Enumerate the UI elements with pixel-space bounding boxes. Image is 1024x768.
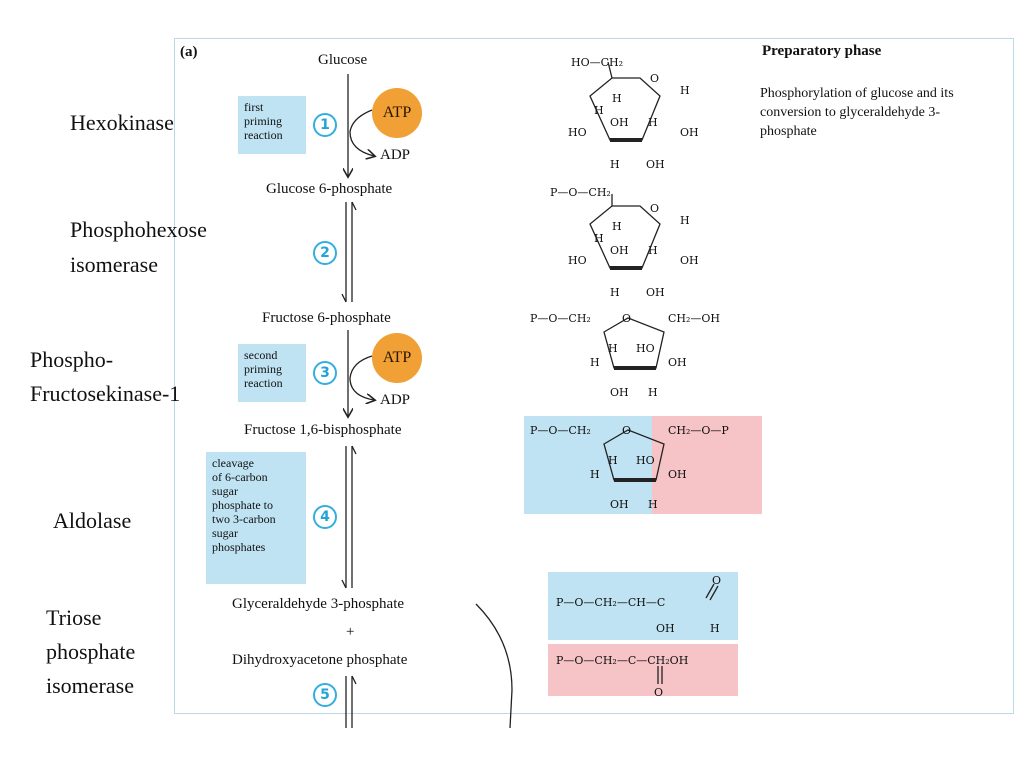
f6p-ring [603,317,665,370]
s2-ch2-label: P—O—CH₂ [550,186,611,199]
svg-text:O: O [650,202,659,215]
figure-panel [174,38,1014,714]
svg-text:H: H [648,244,658,257]
svg-text:H: H [610,158,620,171]
step-4-badge: 4 [313,505,337,529]
enzyme-tpi-line1: Triose [46,605,102,630]
enzyme-tpi-line3: isomerase [46,673,134,698]
svg-text:O: O [712,574,721,587]
svg-text:HO: HO [568,254,587,267]
s4-left-label: P—O—CH₂ [530,424,591,437]
svg-text:OH: OH [610,244,629,257]
step-2-badge: 2 [313,241,337,265]
enzyme-pfk-line2: Fructosekinase-1 [30,381,181,406]
svg-text:O: O [622,312,631,325]
svg-text:HO: HO [636,342,655,355]
g3p-double-bond [705,583,719,601]
dhap-struct-box [548,644,738,696]
atp-circle-2: ATP [372,333,422,383]
svg-text:H: H [608,342,618,355]
svg-text:H: H [594,104,604,117]
svg-text:OH: OH [656,622,675,635]
compound-f6p: Fructose 6-phosphate [262,310,391,326]
s4-right-label: CH₂—O—P [668,424,729,437]
adp-label-2: ADP [380,392,411,408]
svg-text:H: H [590,356,600,369]
compound-g6p: Glucose 6-phosphate [266,181,393,197]
g3p-struct-label: P—O—CH₂—CH—C [556,596,665,609]
atp-circle-1: ATP [372,88,422,138]
panel-label: (a) [180,44,198,60]
svg-text:OH: OH [680,254,699,267]
s1-ch2-label: HO—CH₂ [571,56,623,69]
step-5-badge: 5 [313,683,337,707]
svg-text:OH: OH [610,386,629,399]
svg-text:H: H [608,454,618,467]
svg-text:OH: OH [646,158,665,171]
enzyme-isomerase-line1: Phosphohexose [70,217,207,242]
svg-text:H: H [680,84,690,97]
g3p-struct-box [548,572,738,640]
enzyme-pfk-line1: Phospho- [30,347,114,372]
svg-text:O: O [654,686,663,699]
f16bp-pink-half [652,416,762,514]
svg-text:H: H [710,622,720,635]
svg-text:OH: OH [668,356,687,369]
svg-text:O: O [622,424,631,437]
g3p-curve [475,603,513,729]
step-3-badge: 3 [313,361,337,385]
f16bp-blue-half [524,416,652,514]
atp-curve-2 [349,355,374,400]
adp-label-1: ADP [380,147,411,163]
svg-text:HO: HO [636,454,655,467]
compound-dhap: Dihydroxyacetone phosphate [232,652,408,668]
svg-text:O: O [650,72,659,85]
enzyme-tpi-line2: phosphate [46,639,136,664]
enzyme-hexokinase: Hexokinase [70,110,174,135]
s3-right-label: CH₂—OH [668,312,720,325]
svg-text:H: H [648,498,658,511]
svg-text:OH: OH [646,286,665,299]
svg-text:H: H [612,220,622,233]
dhap-struct-label: P—O—CH₂—C—CH₂OH [556,654,688,667]
svg-text:H: H [612,92,622,105]
g6p-ring [589,194,661,270]
compound-glucose: Glucose [318,52,368,68]
svg-text:H: H [648,386,658,399]
compound-f16bp: Fructose 1,6-bisphosphate [244,422,402,438]
f16bp-ring [603,429,665,482]
svg-text:H: H [610,286,620,299]
phase-title: Preparatory phase [762,43,882,59]
svg-text:HO: HO [568,126,587,139]
dhap-double-bond [657,666,663,684]
svg-text:H: H [594,232,604,245]
s3-left-label: P—O—CH₂ [530,312,591,325]
enzyme-aldolase: Aldolase [53,508,132,533]
svg-text:OH: OH [610,116,629,129]
svg-text:OH: OH [680,126,699,139]
svg-text:OH: OH [668,468,687,481]
svg-text:H: H [648,116,658,129]
phase-description: Phosphorylation of glucose and its conve… [760,86,954,139]
svg-text:H: H [590,468,600,481]
step-1-badge: 1 [313,113,337,137]
compound-plus: + [346,624,355,640]
atp-curve-1 [349,109,374,156]
svg-text:H: H [680,214,690,227]
enzyme-isomerase-line2: isomerase [70,252,158,277]
svg-text:OH: OH [610,498,629,511]
compound-g3p: Glyceraldehyde 3-phosphate [232,596,405,612]
glucose-ring [589,61,661,142]
